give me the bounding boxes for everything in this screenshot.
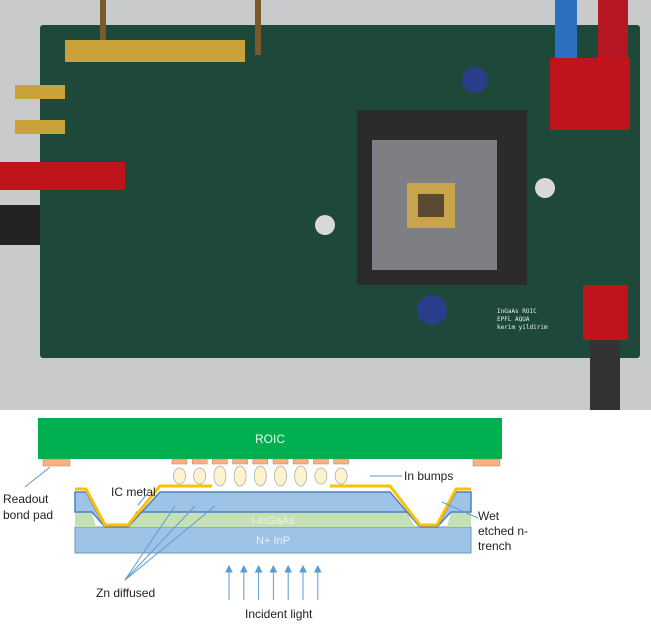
svg-text:IC metal: IC metal [111,485,156,499]
indium-bump [173,467,186,485]
zif-socket [357,110,527,285]
light-arrowhead [313,564,322,573]
svg-text:InGaAs ROIC: InGaAs ROIC [497,308,537,315]
roic-bump-pad [171,458,188,465]
light-arrowhead [284,564,293,573]
banana-cables [0,0,630,410]
svg-text:trench: trench [478,539,511,553]
roic-bump-pad [333,458,349,465]
roic-bump-pad [313,458,329,465]
svg-text:EPFL AQUA: EPFL AQUA [497,316,530,323]
i-ingaas-label: i-InGaAs [252,515,295,527]
indium-bump [253,465,267,487]
labels: Readout bond pad IC metal In bumps Wet e… [3,469,528,621]
capacitors [315,67,555,325]
silkscreen-text: InGaAs ROIC EPFL AQUA kerim yildirim [497,308,548,331]
roic-bump-pad [292,458,309,465]
roic-block [38,418,502,459]
indium-bump [193,467,207,485]
passivation-layer [74,491,472,528]
roic-label: ROIC [255,432,285,446]
svg-text:Incident light: Incident light [245,607,313,621]
i-ingaas-layer [130,512,415,527]
indium-bump [233,465,247,487]
incident-light-arrows [225,564,322,600]
light-arrowhead [239,564,248,573]
indium-bump [314,467,328,485]
roic-bump-pad [232,458,248,465]
ic-metal [75,484,471,527]
roic-bump-pad [272,458,289,465]
svg-text:etched n-: etched n- [478,524,528,538]
leader-lines [24,466,479,581]
roic-bump-pad [212,458,228,465]
roic-bump-pad [252,458,269,465]
svg-text:Wet: Wet [478,509,500,523]
roic-bump-pad [191,458,208,465]
indium-bump [213,465,227,487]
svg-text:Readout: Readout [3,492,49,506]
light-arrowhead [225,564,233,573]
svg-text:Zn diffused: Zn diffused [96,586,155,600]
indium-bump [334,467,348,485]
readout-pad-left [42,458,71,467]
indium-bump [274,465,287,487]
svg-text:bond pad: bond pad [3,508,53,522]
n-inp-label: N+ InP [256,535,290,547]
sma-connectors [15,0,261,134]
n-inp-layer [74,526,472,554]
light-arrowhead [269,564,278,573]
light-arrowhead [254,564,263,573]
svg-text:In bumps: In bumps [404,469,453,483]
indium-bump [294,465,308,487]
svg-text:kerim yildirim: kerim yildirim [497,324,548,331]
readout-pad-right [472,458,501,467]
light-arrowhead [299,564,307,573]
